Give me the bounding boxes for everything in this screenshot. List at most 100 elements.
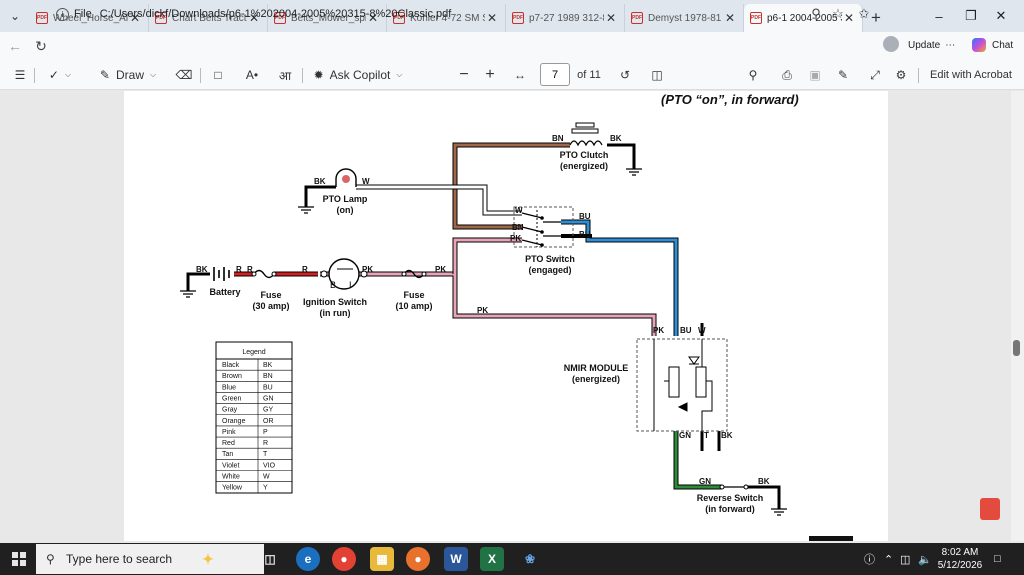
- close-tab-icon[interactable]: ✕: [248, 11, 260, 25]
- help-icon[interactable]: ⓘ: [864, 554, 875, 566]
- wire-lamp-ground: [304, 185, 336, 207]
- profile-avatar[interactable]: [883, 36, 899, 52]
- excel-icon[interactable]: X: [480, 547, 504, 571]
- code-bn-clutch: BN: [552, 134, 564, 143]
- save-as-icon[interactable]: ✎: [837, 68, 849, 82]
- network-icon[interactable]: ◫: [900, 553, 911, 566]
- pdf-icon: PDF: [512, 12, 524, 24]
- zoom-out-icon[interactable]: −: [459, 66, 469, 83]
- vertical-scrollbar[interactable]: [1011, 91, 1024, 541]
- favorite-star-icon[interactable]: ☆: [832, 6, 844, 21]
- refresh-icon[interactable]: ↻: [35, 37, 47, 54]
- url-input[interactable]: i File C:/Users/dickf/Downloads/p6-1%202…: [56, 3, 876, 25]
- taskbar-clock[interactable]: 8:02 AM 5/12/2026: [933, 546, 987, 572]
- tray-overflow-icon[interactable]: ⌃: [884, 553, 894, 566]
- legend-color-code: OR: [263, 418, 274, 425]
- code-w-switch: W: [515, 206, 523, 215]
- fuse-symbols: [251, 269, 427, 279]
- code-bk-nmir: BK: [721, 431, 733, 440]
- ask-copilot-button[interactable]: ✹Ask Copilot⌵: [313, 68, 403, 82]
- clock-time: 8:02 AM: [941, 547, 979, 558]
- tab-label: Demyst 1978-81 C: [648, 12, 723, 24]
- settings-gear-icon[interactable]: ⚙: [895, 68, 907, 82]
- pdf-icon: PDF: [631, 12, 643, 24]
- search-placeholder: Type here to search: [66, 552, 173, 566]
- edit-with-acrobat-button[interactable]: Edit with Acrobat: [930, 69, 1012, 81]
- text-box-icon[interactable]: □: [214, 68, 222, 82]
- label-reverse-state: (in forward): [705, 504, 755, 514]
- close-tab-icon[interactable]: ✕: [605, 11, 617, 25]
- page-view-icon[interactable]: ◫: [651, 68, 663, 82]
- page-number-input[interactable]: 7: [540, 63, 570, 86]
- legend-color-code: Y: [263, 485, 268, 492]
- code-r-battery-1: R: [236, 265, 242, 274]
- file-explorer-icon[interactable]: ▦: [370, 547, 394, 571]
- close-tab-icon[interactable]: ✕: [367, 11, 379, 25]
- search-icon[interactable]: ⚲: [748, 68, 758, 82]
- word-icon[interactable]: W: [444, 547, 468, 571]
- legend-color-code: P: [263, 429, 268, 436]
- read-aloud-icon[interactable]: A•: [245, 68, 259, 82]
- app-icon[interactable]: ❀: [524, 552, 536, 566]
- label-nmir-state: (energized): [572, 374, 620, 384]
- taskbar-search-box[interactable]: ⚲ Type here to search: [36, 544, 264, 574]
- label-pto-clutch: PTO Clutch: [560, 150, 609, 160]
- clock-date: 5/12/2026: [937, 560, 983, 571]
- favorites-icon[interactable]: ✩: [858, 6, 870, 21]
- diagram-heading: (PTO “on”, in forward): [661, 92, 799, 107]
- chrome-icon[interactable]: ●: [332, 547, 356, 571]
- eraser-icon[interactable]: ⌫: [175, 68, 193, 82]
- code-bk-lamp: BK: [314, 177, 326, 186]
- rotate-icon[interactable]: ↺: [619, 68, 631, 82]
- fullscreen-icon[interactable]: ⤢: [870, 67, 880, 82]
- code-r-battery-2: R: [247, 265, 253, 274]
- tab-5[interactable]: PDF Demyst 1978-81 C✕: [625, 4, 744, 32]
- update-button[interactable]: Update⋯: [908, 39, 956, 51]
- new-tab-button[interactable]: +: [871, 8, 881, 27]
- address-bar: ← ↻: [0, 32, 1024, 60]
- legend-color-name: Black: [222, 362, 240, 369]
- close-window-icon[interactable]: ✕: [995, 8, 1007, 23]
- close-tab-icon[interactable]: ✕: [486, 11, 498, 25]
- divider: [34, 68, 35, 83]
- windows-start-icon[interactable]: [12, 552, 26, 566]
- pdf-viewer[interactable]: (PTO “on”, in forward): [0, 91, 1024, 541]
- zoom-icon[interactable]: ⚲: [811, 6, 821, 21]
- contents-icon[interactable]: ☰: [14, 68, 26, 82]
- restore-icon[interactable]: ❐: [965, 8, 977, 23]
- minimize-icon[interactable]: –: [935, 8, 943, 24]
- close-tab-icon[interactable]: ✕: [843, 11, 855, 25]
- back-icon[interactable]: ←: [8, 38, 22, 54]
- acrobat-icon[interactable]: [980, 498, 1000, 520]
- close-tab-icon[interactable]: ✕: [724, 11, 736, 25]
- copilot-sparkle-icon[interactable]: ✦: [202, 550, 214, 567]
- edge-browser-icon[interactable]: e: [296, 547, 320, 571]
- legend-color-code: R: [263, 440, 268, 447]
- task-view-icon[interactable]: ◫: [264, 552, 276, 566]
- scrollbar-thumb[interactable]: [1013, 340, 1020, 356]
- close-tab-icon[interactable]: ✕: [129, 11, 141, 25]
- fit-page-icon[interactable]: ↔: [514, 68, 526, 82]
- firefox-icon[interactable]: ●: [406, 547, 430, 571]
- save-icon[interactable]: ▣: [809, 68, 821, 82]
- site-info-icon[interactable]: i: [56, 7, 69, 21]
- label-pto-lamp: PTO Lamp: [323, 194, 368, 204]
- highlight-icon[interactable]: ✓⌵: [48, 68, 72, 82]
- pdf-icon: PDF: [750, 12, 762, 24]
- tab-actions-menu-icon[interactable]: ⌄: [9, 9, 21, 23]
- draw-button[interactable]: ✎Draw⌵: [99, 68, 157, 82]
- copilot-chat-button[interactable]: Chat: [972, 36, 1013, 54]
- zoom-in-icon[interactable]: +: [485, 66, 495, 83]
- print-icon[interactable]: ⎙: [782, 67, 792, 82]
- volume-icon[interactable]: 🔈: [918, 553, 932, 566]
- translate-icon[interactable]: आ: [278, 68, 292, 83]
- notifications-icon[interactable]: □: [994, 553, 1001, 565]
